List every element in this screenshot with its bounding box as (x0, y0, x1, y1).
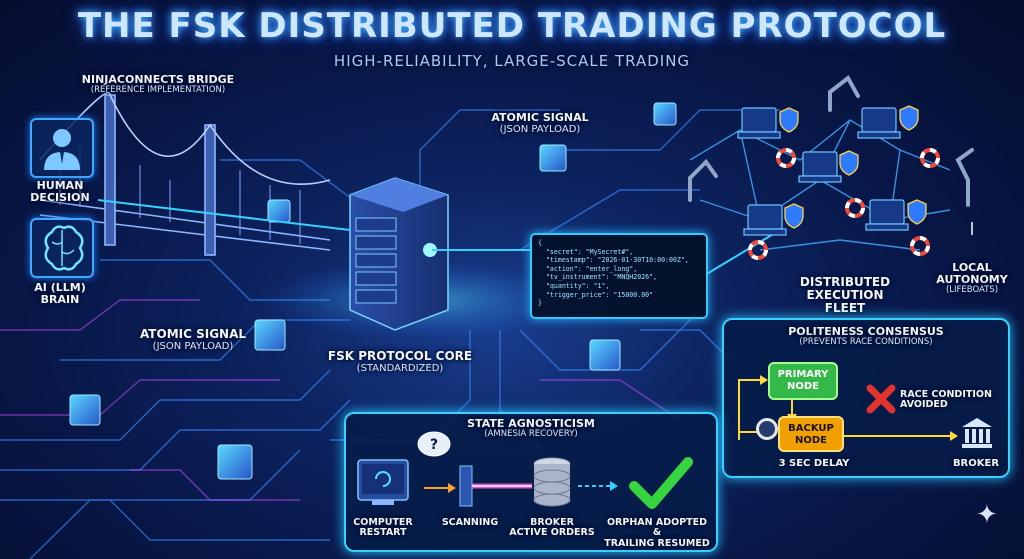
politeness-title: POLITENESS CONSENSUS (PREVENTS RACE COND… (724, 325, 1008, 348)
primary-line2: NODE (786, 381, 819, 392)
core-title: FSK PROTOCOL CORE (327, 349, 473, 363)
check-icon (629, 457, 693, 509)
fleet-line2: FLEET (824, 301, 866, 316)
signal-left-subtitle: (JSON PAYLOAD) (152, 341, 234, 353)
json-line: "timestamp": "2026-01-30T10:00:00Z", (538, 256, 689, 265)
step4-line2: TRAILING RESUMED (604, 537, 710, 549)
json-line: "trigger_price": "15000.00" (538, 290, 654, 299)
autonomy-subtitle: (LIFEBOATS) (945, 285, 999, 296)
fsk-core-server-icon (349, 177, 449, 331)
json-line: { (538, 239, 542, 247)
signal-left-title: ATOMIC SIGNAL (139, 327, 247, 341)
step-computer-restart: COMPUTER RESTART (348, 517, 418, 539)
race-condition-label: RACE CONDITION AVOIDED (900, 389, 1000, 411)
question-bubble-icon: ? (417, 431, 451, 457)
robot-arm-icons (688, 74, 974, 207)
backup-line1: BACKUP (788, 423, 834, 434)
database-icon (533, 457, 571, 507)
signal-top-title: ATOMIC SIGNAL (491, 111, 589, 124)
state-agnosticism-panel: STATE AGNOSTICISM (AMNESIA RECOVERY) ? (344, 412, 718, 552)
brain-icon (44, 225, 84, 271)
signal-top-subtitle: (JSON PAYLOAD) (499, 124, 581, 136)
json-line: } (538, 299, 542, 308)
bridge-illustration (39, 91, 331, 256)
computer-restart-icon (357, 459, 409, 505)
step1-line1: COMPUTER (353, 517, 413, 528)
json-line: "quantity": "1", (538, 281, 610, 290)
politeness-title-text: POLITENESS CONSENSUS (788, 325, 944, 338)
fsk-core-label: FSK PROTOCOL CORE (STANDARDIZED) (320, 349, 480, 375)
atomic-signal-top-label: ATOMIC SIGNAL (JSON PAYLOAD) (480, 111, 600, 136)
json-line: "secret": "MySecret#", (538, 247, 634, 256)
delay-label: 3 SEC DELAY (778, 458, 850, 469)
human-line2: DECISION (30, 191, 90, 205)
fleet-line1: DISTRIBUTED EXECUTION (799, 275, 891, 303)
race-cross-icon (866, 384, 896, 414)
svg-text:?: ? (430, 437, 438, 453)
primary-line1: PRIMARY (777, 369, 829, 380)
ai-brain-label: AI (LLM) BRAIN (20, 281, 100, 307)
broker-label: BROKER (952, 458, 1000, 469)
laptop-icons (737, 107, 909, 236)
shield-icons (779, 105, 927, 229)
scanner-icon (459, 465, 532, 507)
purple-traces (0, 299, 681, 501)
page-title: THE FSK DISTRIBUTED TRADING PROTOCOL (77, 6, 947, 46)
step3-line1: BROKER (530, 517, 574, 528)
atomic-signal-left-label: ATOMIC SIGNAL (JSON PAYLOAD) (128, 327, 258, 353)
bridge-label: NINJACONNECTS BRIDGE (REFERENCE IMPLEMEN… (58, 73, 258, 96)
human-line1: HUMAN (36, 179, 84, 192)
core-subtitle: (STANDARDIZED) (356, 363, 444, 375)
data-cube-icons (69, 102, 677, 480)
backup-line2: NODE (794, 435, 827, 446)
autonomy-label: LOCAL AUTONOMY (LIFEBOATS) (930, 261, 1014, 296)
page-subtitle: HIGH-RELIABILITY, LARGE-SCALE TRADING (333, 52, 691, 70)
politeness-consensus-panel: POLITENESS CONSENSUS (PREVENTS RACE COND… (722, 318, 1010, 478)
politeness-subtitle: (PREVENTS RACE CONDITIONS) (799, 337, 933, 348)
person-icon (44, 129, 80, 170)
sparkle-icon: ✦ (976, 500, 998, 530)
state-title: STATE AGNOSTICISM (AMNESIA RECOVERY) (346, 417, 716, 440)
race-line1: RACE CONDITION (900, 389, 992, 400)
bridge-title: NINJACONNECTS BRIDGE (81, 73, 235, 86)
human-decision-box (30, 118, 94, 178)
autonomy-line2: AUTONOMY (936, 273, 1008, 287)
json-line: "action": "enter_long", (538, 264, 638, 273)
state-subtitle: (AMNESIA RECOVERY) (484, 429, 578, 440)
step4-line1: ORPHAN ADOPTED & (606, 517, 708, 539)
step-broker-orders: BROKER ACTIVE ORDERS (502, 517, 602, 539)
step-orphan-adopted: ORPHAN ADOPTED & TRAILING RESUMED (602, 517, 712, 549)
step-scanning: SCANNING (441, 517, 499, 528)
ai-line1: AI (LLM) (34, 281, 86, 294)
stopwatch-icon (756, 418, 778, 440)
human-decision-label: HUMAN DECISION (20, 179, 100, 205)
lifebuoy-icons (748, 148, 940, 260)
signal-connectors (97, 199, 781, 276)
json-line: "tv_instrument": "MNQH2026", (538, 273, 658, 282)
state-flow-graphics: ? (357, 431, 693, 509)
step1-line2: RESTART (359, 527, 407, 539)
fleet-network (688, 74, 974, 260)
json-payload-box: { "secret": "MySecret#", "timestamp": "2… (530, 233, 708, 319)
state-title-text: STATE AGNOSTICISM (467, 417, 595, 430)
backup-node: BACKUP NODE (778, 416, 844, 452)
ai-brain-box (30, 218, 94, 278)
fleet-label: DISTRIBUTED EXECUTION FLEET (760, 275, 930, 316)
bridge-subtitle: (REFERENCE IMPLEMENTATION) (90, 85, 226, 96)
race-line2: AVOIDED (900, 399, 948, 411)
step3-line2: ACTIVE ORDERS (509, 527, 595, 539)
autonomy-line1: LOCAL (952, 261, 992, 274)
primary-node: PRIMARY NODE (768, 362, 838, 400)
ai-line2: BRAIN (40, 293, 80, 307)
bank-icon (962, 418, 992, 448)
